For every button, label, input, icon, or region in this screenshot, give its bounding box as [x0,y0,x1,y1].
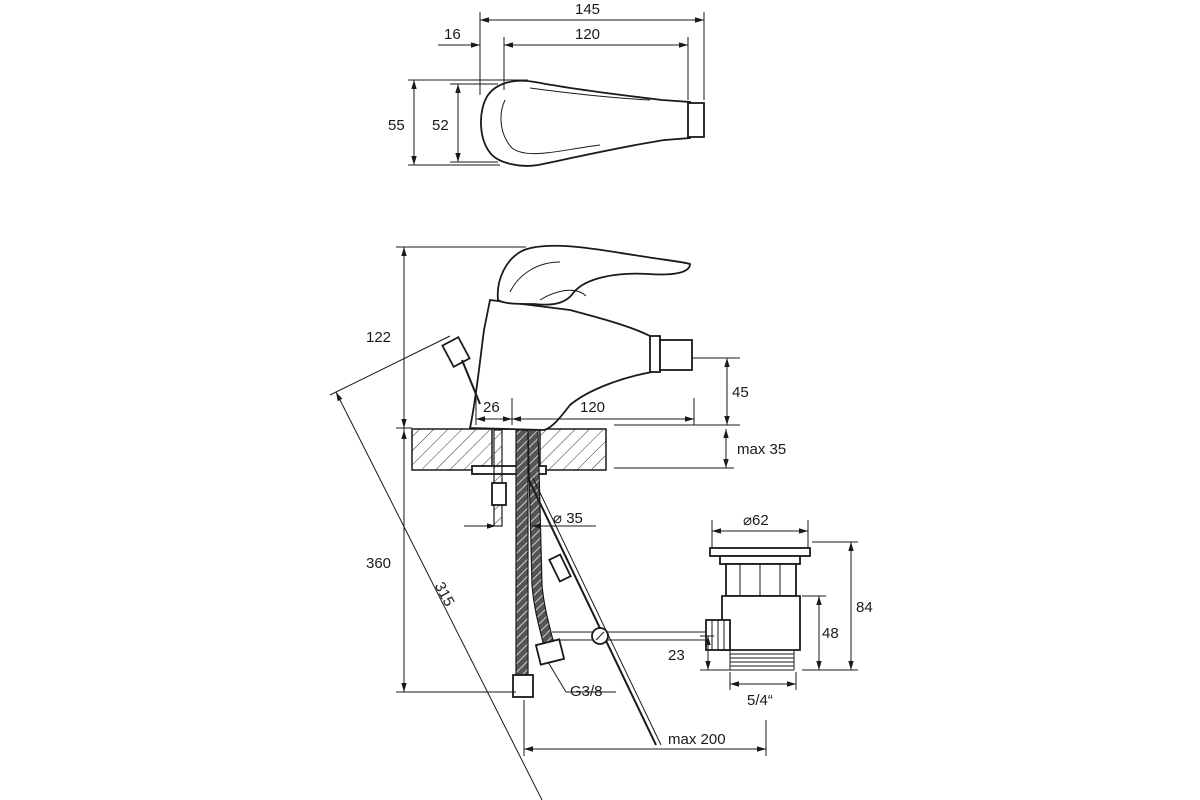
hose-nut-hot [534,638,566,666]
dim-waste-height: 84 [856,599,873,616]
hose-nut-cold [512,674,534,698]
dim-top-inner-width: 52 [432,117,449,134]
dim-max-rod-distance: max 200 [668,731,726,748]
mounting-stud [493,429,503,527]
dim-hose-connection: G3/8 [570,683,603,700]
dim-waste-thread-height: 48 [822,625,839,642]
dim-spout-reach: 120 [580,399,605,416]
top-view-lever-body [480,79,691,167]
stud-nut [491,482,507,506]
pop-up-rod-lower [527,477,657,746]
deck-right [539,428,607,471]
dim-mounting-hole: ⌀ 35 [553,510,583,527]
dim-total-height: 360 [366,555,391,572]
top-view-nozzle [687,102,705,138]
dim-base-width: 26 [483,399,500,416]
pop-up-knob [441,335,471,369]
dim-deck-thickness: max 35 [737,441,786,458]
dim-nozzle-height: 45 [732,384,749,401]
top-view-lever-contour [500,87,651,155]
top-view: 145 120 16 55 52 [388,1,705,167]
lever-handle-detail [509,261,587,301]
mounting-plate [471,465,547,475]
dim-top-spout-length: 120 [575,26,600,43]
dim-height-above-deck: 122 [366,329,391,346]
spout-nozzle [649,335,661,373]
hose-cold [515,429,529,684]
side-view: 122 360 315 45 26 120 max 35 ⌀ 35 [329,244,873,800]
dim-waste-diameter: ⌀62 [743,512,769,529]
dim-top-total-length: 145 [575,1,600,18]
pop-up-waste [705,547,811,671]
lever-handle [496,244,691,306]
dim-waste-thread: 5/4“ [747,692,773,709]
deck-left [411,428,493,471]
spout-aerator [659,339,693,371]
dim-lever-height: 23 [668,647,685,664]
pop-up-rod-upper [461,359,481,405]
dim-top-outer-width: 55 [388,117,405,134]
dim-top-offset: 16 [444,26,461,43]
rod-coupling [548,553,572,583]
dim-rod-length: 315 [431,579,458,609]
